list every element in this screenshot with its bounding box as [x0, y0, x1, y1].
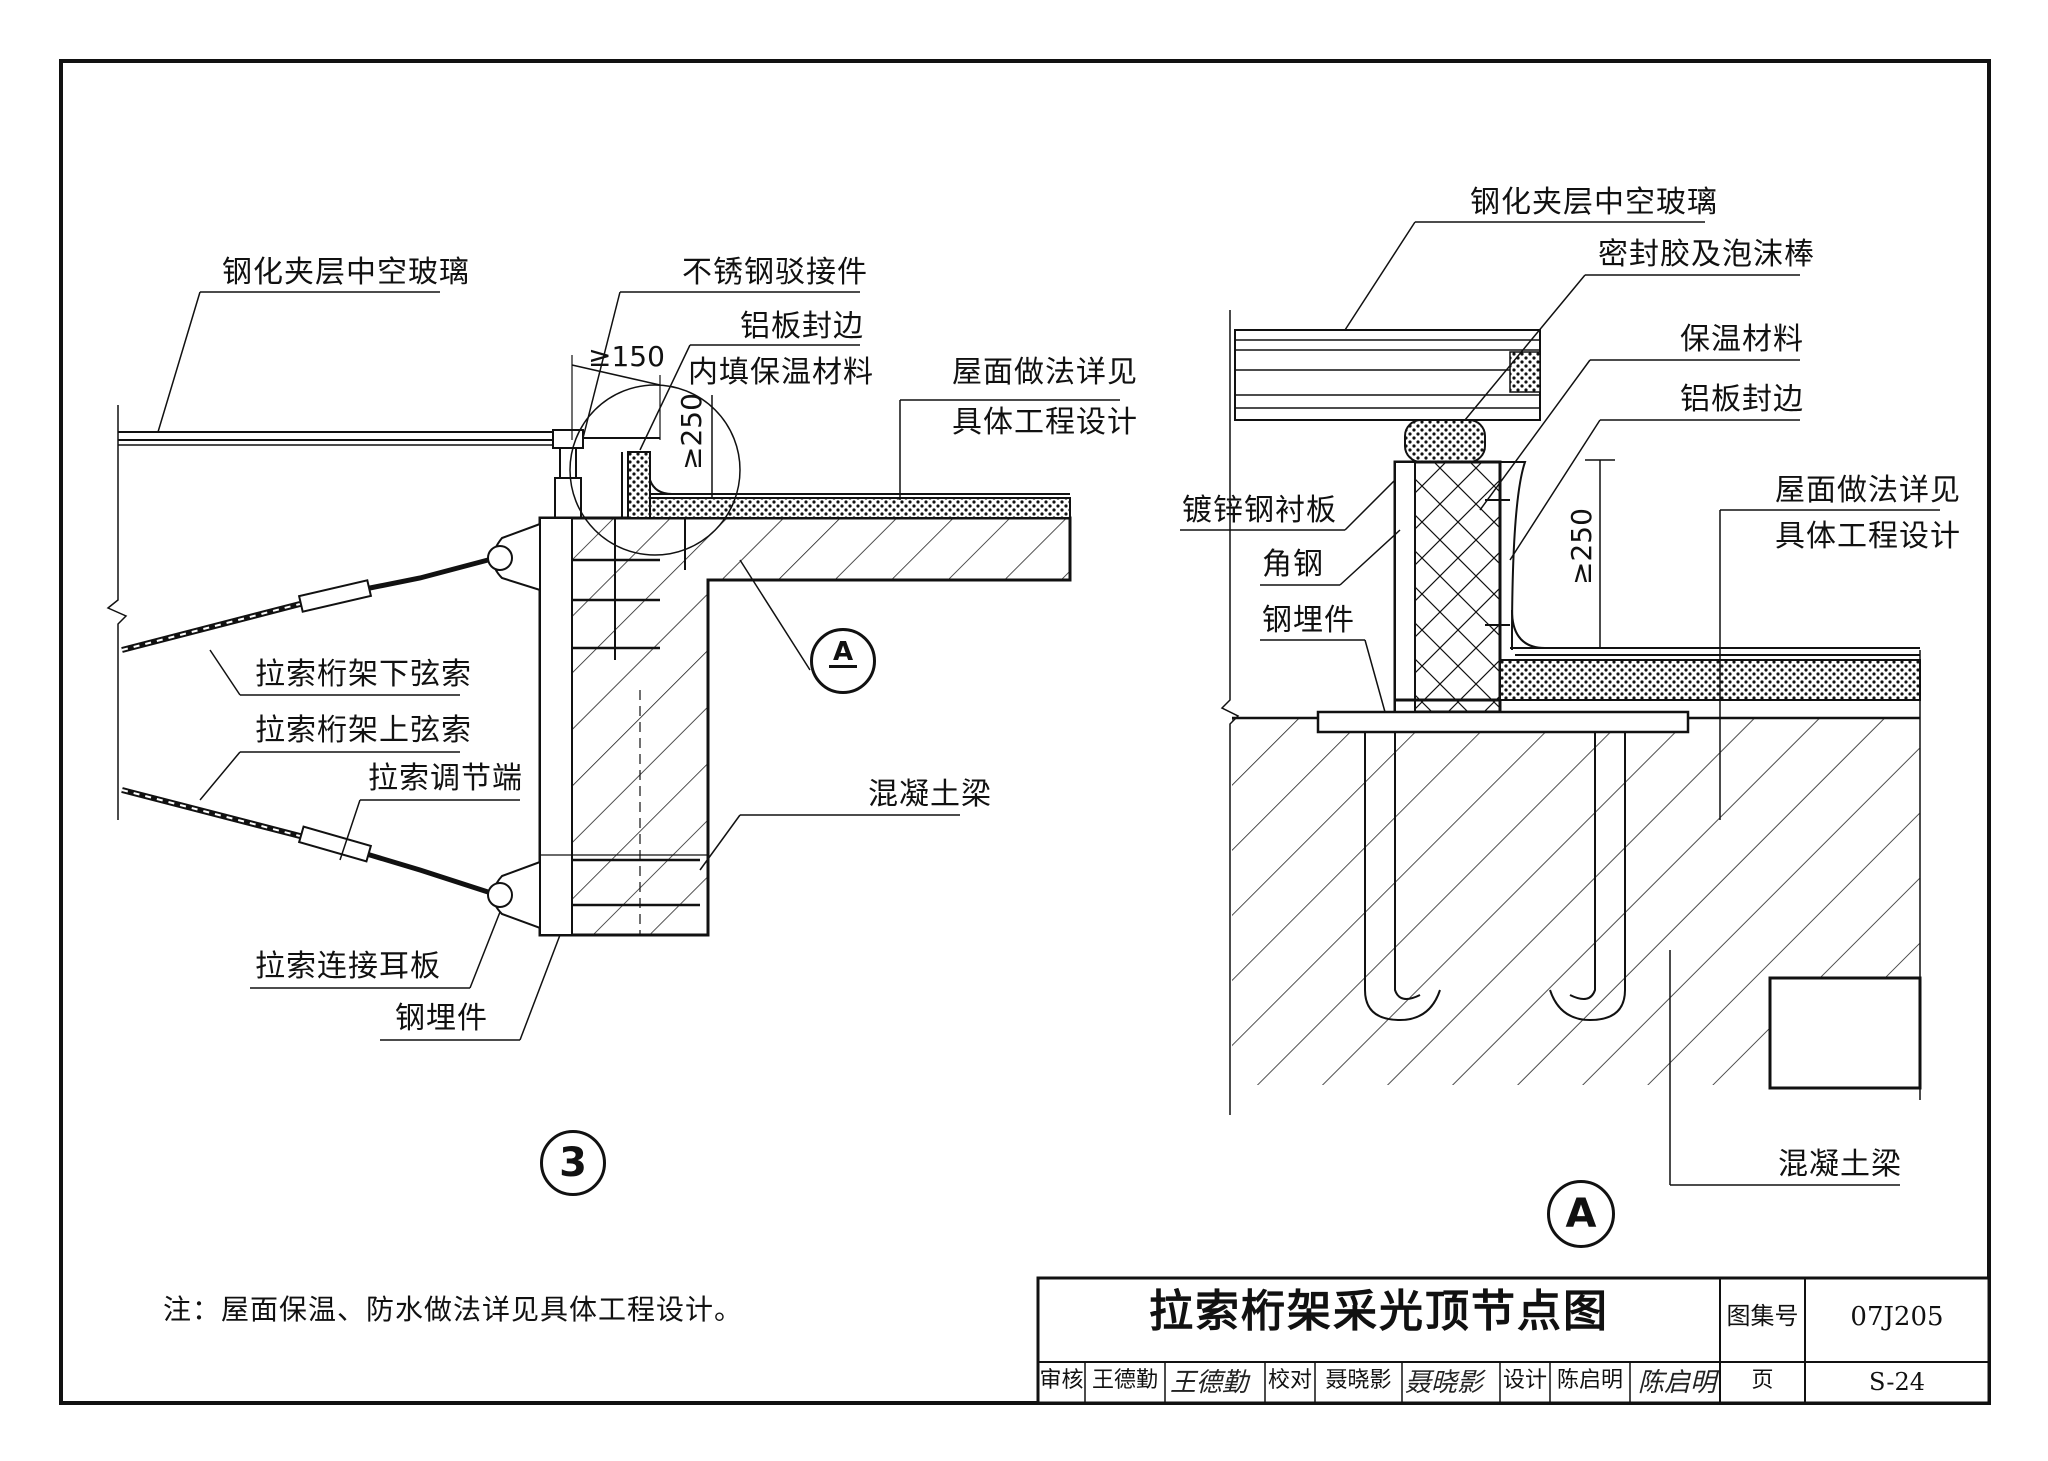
- label-upper-chord-cable: 拉索桁架上弦索: [255, 713, 472, 748]
- label-roof-spec-1: 屋面做法详见: [952, 355, 1138, 390]
- dim-250-left: ≥250: [675, 393, 708, 470]
- drawing-title: 拉索桁架采光顶节点图: [1149, 1286, 1609, 1337]
- design-label: 设计: [1502, 1368, 1547, 1393]
- detail-3-drawing: [106, 291, 1120, 1041]
- check-label: 校对: [1267, 1368, 1312, 1393]
- label-aluminium-edge-right: 铝板封边: [1680, 382, 1804, 417]
- detail-A-drawing: [1180, 221, 1940, 1186]
- label-roof-spec-right-1: 屋面做法详见: [1775, 473, 1961, 508]
- page-label: 页: [1751, 1368, 1774, 1393]
- label-aluminium-edge: 铝板封边: [740, 309, 864, 344]
- label-roof-spec-right-2: 具体工程设计: [1775, 519, 1961, 554]
- label-steel-embed-right: 钢埋件: [1262, 603, 1355, 638]
- label-roof-spec-2: 具体工程设计: [952, 405, 1138, 440]
- label-glass-left: 钢化夹层中空玻璃: [222, 255, 470, 290]
- label-steel-embed-left: 钢埋件: [395, 1001, 488, 1036]
- label-galvanized-liner: 镀锌钢衬板: [1182, 493, 1337, 528]
- atlas-label: 图集号: [1726, 1302, 1799, 1330]
- label-stainless-connector: 不锈钢驳接件: [682, 255, 868, 290]
- section-ref-A-letter: A: [832, 637, 854, 667]
- reviewer-name: 王德勤: [1091, 1368, 1158, 1393]
- section-ref-A-marker: A: [810, 628, 876, 694]
- dim-150: ≥150: [588, 340, 665, 373]
- page-number: S-24: [1869, 1368, 1925, 1396]
- detail-3-marker: 3: [540, 1130, 606, 1196]
- label-insulation-right: 保温材料: [1680, 322, 1804, 357]
- atlas-number: 07J205: [1850, 1302, 1944, 1332]
- label-glass-right: 钢化夹层中空玻璃: [1470, 185, 1718, 220]
- title-block-frame: [1036, 1276, 1991, 1405]
- general-note: 注：屋面保温、防水做法详见具体工程设计。: [163, 1293, 744, 1326]
- reviewer-signature: 王德勤: [1170, 1368, 1249, 1398]
- sheet-border: [59, 59, 1991, 1405]
- label-concrete-beam-left: 混凝土梁: [868, 777, 992, 812]
- detail-A-marker: A: [1547, 1180, 1615, 1248]
- label-lower-chord-cable: 拉索桁架下弦索: [255, 657, 472, 692]
- checker-name: 聂晓影: [1325, 1368, 1392, 1393]
- label-concrete-beam-right: 混凝土梁: [1778, 1147, 1902, 1182]
- label-cable-lug-plate: 拉索连接耳板: [255, 949, 441, 984]
- section-ref-divider: [829, 665, 857, 668]
- label-angle-steel: 角钢: [1262, 547, 1324, 582]
- designer-name: 陈启明: [1556, 1368, 1623, 1393]
- dim-250-right: ≥250: [1565, 508, 1598, 585]
- label-cable-adjust-end: 拉索调节端: [368, 761, 523, 796]
- review-label: 审核: [1039, 1368, 1084, 1393]
- checker-signature: 聂晓影: [1405, 1368, 1484, 1398]
- designer-signature: 陈启明: [1638, 1368, 1717, 1398]
- label-sealant-foam-rod: 密封胶及泡沫棒: [1598, 237, 1815, 272]
- label-fill-insulation: 内填保温材料: [688, 355, 874, 390]
